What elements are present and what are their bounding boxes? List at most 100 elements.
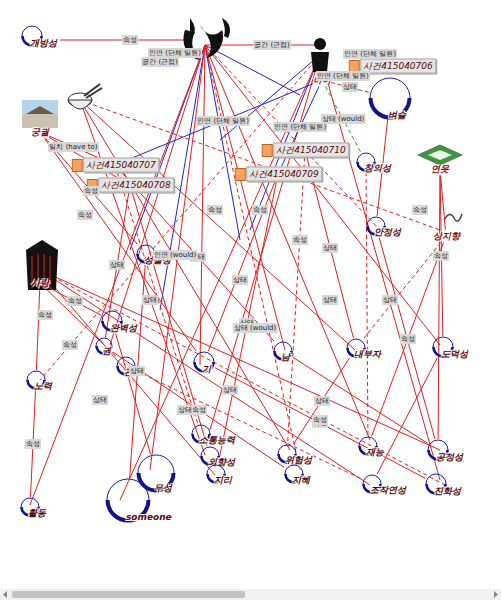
relation-line <box>113 352 284 467</box>
node-label: 연못 <box>431 163 449 176</box>
edge-label: 상태 <box>342 82 358 92</box>
relation-line <box>136 371 362 479</box>
node-label: 권 <box>102 345 111 358</box>
edge-label: 속성 <box>67 296 83 306</box>
relation-line <box>364 243 441 339</box>
node-label: 상지향 <box>433 230 460 243</box>
node-label: 무성 <box>154 482 172 495</box>
relation-label: 속성 <box>312 415 328 425</box>
relation-label: 속성 <box>122 35 138 45</box>
relation-line <box>288 158 305 445</box>
relation-label: 인연 (would) <box>153 250 198 260</box>
edge-label: 속성 <box>400 334 416 344</box>
edge-label: 인연 (단체 일원) <box>316 71 370 81</box>
node-label: 내부자 <box>354 348 381 361</box>
attribute-circle: 완벽성 <box>101 310 123 332</box>
icon-label: 궁궐 <box>31 126 49 139</box>
attribute-circle: 노력 <box>26 370 46 390</box>
attribute-circle: 지혜 <box>284 464 304 484</box>
icon-label: 사랑 <box>31 277 49 290</box>
edge-label: 상태 <box>322 243 338 253</box>
relation-line <box>122 173 274 342</box>
edge-label: 상태 (would) <box>321 114 366 124</box>
event-icon <box>234 167 246 181</box>
relation-label: 상태 <box>322 295 338 305</box>
node-label: 위험성 <box>285 454 312 467</box>
node-label: 소통능력 <box>199 434 235 447</box>
node-label: 활동 <box>28 507 46 520</box>
edge-label: 속성 <box>433 251 449 261</box>
event-label: 사건415040708 <box>98 178 174 193</box>
node-label: 남 <box>281 351 290 364</box>
attribute-circle: 개방성 <box>21 25 43 47</box>
node-label: 노력 <box>34 380 52 393</box>
node-label: 안정성 <box>374 226 401 239</box>
relation-label: 상태 <box>382 295 398 305</box>
relation-label: 속성 <box>77 210 93 220</box>
event-box: 사건415040710 <box>261 143 349 158</box>
attribute-circle: 위험성 <box>277 444 297 464</box>
relation-line <box>379 236 435 439</box>
relation-label: 상태 <box>232 275 248 285</box>
node-label: 완벽성 <box>110 322 137 335</box>
attribute-circle: 외향성 <box>200 446 220 466</box>
node-label: 조작연성 <box>370 484 406 497</box>
node-label: 재능 <box>366 446 384 459</box>
relation-label: 속성 <box>62 340 78 350</box>
relation-label: 공간 (근접) <box>141 57 179 67</box>
node-label: 사랑 <box>31 277 49 290</box>
edge-label: 인연 (단체 일원) <box>196 116 250 126</box>
attribute-circle: 활동 <box>20 497 40 517</box>
event-box: 사건415040709 <box>234 167 322 182</box>
relation-label: 속성 <box>207 205 223 215</box>
event-icon <box>261 143 273 157</box>
relation-label: 속성 <box>412 205 428 215</box>
edge-label: 상태 <box>314 396 330 406</box>
edge-label: 속성 <box>83 186 99 196</box>
event-label: 사건415040707 <box>83 158 159 173</box>
attribute-circle: 내부자 <box>346 338 366 358</box>
node-label: 기 <box>202 363 211 376</box>
relation-line <box>45 139 197 352</box>
attribute-circle: 무성 <box>137 454 175 492</box>
node-label: 진화성 <box>434 485 461 498</box>
attribute-circle: 안정성 <box>366 216 386 236</box>
attribute-circle: 조작연성 <box>362 474 382 494</box>
node-label: 지리 <box>214 474 232 487</box>
relation-line <box>49 136 98 158</box>
relation-line <box>372 243 444 437</box>
attribute-circle: 진화성 <box>425 473 447 495</box>
edge-label: 인연 (단체 일원) <box>273 122 327 132</box>
node-label: 도덕성 <box>441 348 468 361</box>
event-box: 사건415040707 <box>71 158 159 173</box>
relation-label: 속성 <box>37 310 53 320</box>
event-icon <box>71 158 83 172</box>
attribute-circle: 벼슬 <box>369 77 411 119</box>
attribute-circle: 기 <box>193 351 215 373</box>
relation-line <box>218 182 276 465</box>
attribute-circle: 공정성 <box>427 439 449 461</box>
relation-line <box>366 172 368 436</box>
relation-line <box>215 368 425 478</box>
relation-line <box>49 288 101 315</box>
edge-label: 일치 (have to) <box>48 142 98 152</box>
attribute-circle: 지리 <box>206 464 226 484</box>
relation-line <box>105 193 128 338</box>
relation-line <box>294 358 350 444</box>
edge-label: 상태 <box>129 366 145 376</box>
relation-line <box>331 82 369 92</box>
relation-line <box>36 290 39 371</box>
icon-label: 상지향 <box>433 230 460 243</box>
relation-line <box>438 176 440 440</box>
relation-label: 상태 <box>92 395 108 405</box>
attribute-circle: 창의성 <box>356 152 376 172</box>
relation-label: 공간 (근접) <box>253 40 291 50</box>
relation-line <box>441 176 446 230</box>
attribute-circle: 도덕성 <box>432 336 454 358</box>
node-label: someone <box>126 512 172 522</box>
event-label: 사건415040710 <box>273 143 349 158</box>
relation-label: 속성 <box>252 205 268 215</box>
event-label: 사건415040709 <box>246 167 322 182</box>
relation-line <box>377 358 437 474</box>
